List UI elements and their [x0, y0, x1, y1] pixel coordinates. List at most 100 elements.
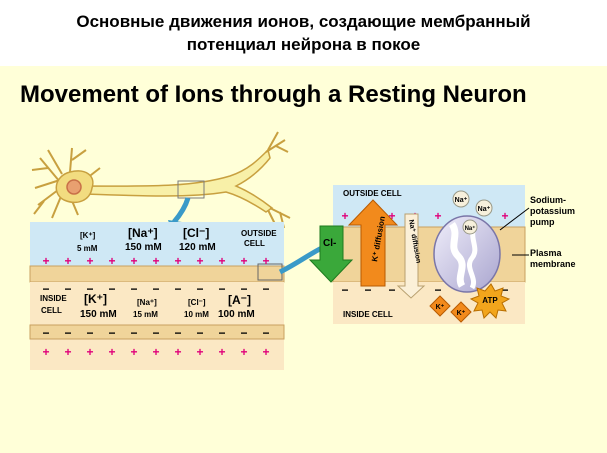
- plus-charge: +: [262, 345, 269, 359]
- inside-na-conc: 15 mM: [133, 310, 158, 319]
- minus-charge: −: [196, 326, 203, 340]
- minus-charge: −: [196, 282, 203, 296]
- neuron-illustration: [31, 131, 291, 229]
- minus-charge: −: [174, 326, 181, 340]
- minus-charge: −: [364, 283, 371, 297]
- outside-na-ion: [Na⁺]: [128, 226, 158, 240]
- plus-charge: +: [42, 254, 49, 268]
- header-band: [0, 0, 607, 66]
- plus-charge: +: [86, 345, 93, 359]
- plus-charge: +: [42, 345, 49, 359]
- plus-charge: +: [130, 345, 137, 359]
- plus-charge: +: [388, 209, 395, 223]
- subtitle-line-2: потенциал нейрона в покое: [186, 35, 421, 54]
- inside-cl-ion: [Cl⁻]: [188, 298, 206, 307]
- atp-label: ATP: [482, 296, 498, 305]
- plus-charge: +: [218, 345, 225, 359]
- minus-charge: −: [388, 283, 395, 297]
- k-diamond-1: K⁺: [436, 304, 445, 311]
- outside-k-conc: 5 mM: [77, 244, 98, 253]
- outside-cell-label-1: OUTSIDE: [241, 229, 277, 238]
- plus-charge: +: [64, 345, 71, 359]
- plus-charge: +: [174, 345, 181, 359]
- minus-charge: −: [240, 326, 247, 340]
- minus-charge: −: [130, 326, 137, 340]
- na-bubble-2: Na⁺: [478, 206, 491, 213]
- plus-charge: +: [196, 345, 203, 359]
- inside-k-conc: 150 mM: [80, 309, 117, 320]
- minus-charge: −: [64, 326, 71, 340]
- plus-charge: +: [152, 345, 159, 359]
- minus-charge: −: [262, 326, 269, 340]
- minus-charge: −: [152, 326, 159, 340]
- plus-charge: +: [174, 254, 181, 268]
- plus-charge: +: [218, 254, 225, 268]
- k-diffusion-arrow: [347, 199, 399, 287]
- pump-channel: [448, 222, 466, 288]
- plus-charge: +: [262, 254, 269, 268]
- outside-k-ion: [K⁺]: [80, 231, 96, 240]
- minus-charge: −: [341, 283, 348, 297]
- outside-cell-label-2: CELL: [244, 239, 265, 248]
- slide-title: Movement of Ions through a Resting Neuro…: [20, 81, 527, 108]
- plus-charge: +: [108, 345, 115, 359]
- outside-na-conc: 150 mM: [125, 242, 162, 253]
- atp-burst: [469, 283, 511, 319]
- plus-charge: +: [108, 254, 115, 268]
- pump-label-3: pump: [530, 217, 555, 227]
- plus-charge: +: [64, 254, 71, 268]
- membrane-label-1: Plasma: [530, 248, 563, 258]
- outside-cell-label-right: OUTSIDE CELL: [343, 189, 402, 198]
- na-ion-bubbles: Na⁺ Na⁺ Na⁺: [452, 190, 493, 235]
- inside-na-ion: [Na⁺]: [137, 298, 157, 307]
- pump-label-1: Sodium-: [530, 195, 566, 205]
- inside-cell-label-1: INSIDE: [40, 294, 67, 303]
- pump-leader: [499, 207, 530, 231]
- plus-charge: +: [341, 209, 348, 223]
- minus-charge: −: [240, 282, 247, 296]
- pump-channel-2: [466, 224, 478, 290]
- minus-charge: −: [108, 282, 115, 296]
- minus-charge: −: [42, 282, 49, 296]
- k-diamond-2: K⁺: [457, 310, 466, 317]
- inside-a-conc: 100 mM: [218, 309, 255, 320]
- inside-cell-label-right: INSIDE CELL: [343, 310, 393, 319]
- membrane-label-2: membrane: [530, 259, 576, 269]
- minus-charge: −: [130, 282, 137, 296]
- subtitle-line-1: Основные движения ионов, создающие мембр…: [76, 12, 531, 31]
- plus-charge: +: [86, 254, 93, 268]
- minus-charge: −: [108, 326, 115, 340]
- na-bubble-1: Na⁺: [455, 197, 468, 204]
- minus-charge: −: [42, 326, 49, 340]
- outside-cl-conc: 120 mM: [179, 242, 216, 253]
- minus-charge: −: [86, 282, 93, 296]
- minus-charge: −: [262, 282, 269, 296]
- plus-charge: +: [130, 254, 137, 268]
- plus-charge: +: [434, 209, 441, 223]
- inside-cl-conc: 10 mM: [184, 310, 209, 319]
- pump-label-2: potassium: [530, 206, 575, 216]
- minus-charge: −: [218, 326, 225, 340]
- minus-charge: −: [86, 326, 93, 340]
- minus-charge: −: [152, 282, 159, 296]
- minus-charge: −: [64, 282, 71, 296]
- k-ion-diamonds: K⁺ K⁺: [429, 295, 472, 323]
- minus-charge: −: [501, 283, 508, 297]
- plus-charge: +: [196, 254, 203, 268]
- minus-charge: −: [434, 283, 441, 297]
- left-charges: + − − + + − − + + − − + + − − + + − − + + − − + + − − + + − − + + − − + + − − +…: [42, 254, 269, 359]
- plus-charge: +: [240, 345, 247, 359]
- na-bubble-3: Na⁺: [465, 225, 476, 232]
- minus-charge: −: [174, 282, 181, 296]
- cl-arrow-label: Cl-: [323, 238, 336, 249]
- minus-charge: −: [218, 282, 225, 296]
- na-diffusion-arrow: [396, 213, 426, 299]
- inside-a-ion: [A⁻]: [228, 293, 251, 307]
- sodium-potassium-pump: [433, 215, 501, 293]
- inside-k-ion: [K⁺]: [84, 292, 107, 306]
- left-membrane-panel: [29, 222, 285, 370]
- plus-charge: +: [152, 254, 159, 268]
- plus-charge: +: [240, 254, 247, 268]
- cl-arrow-down: [308, 225, 354, 283]
